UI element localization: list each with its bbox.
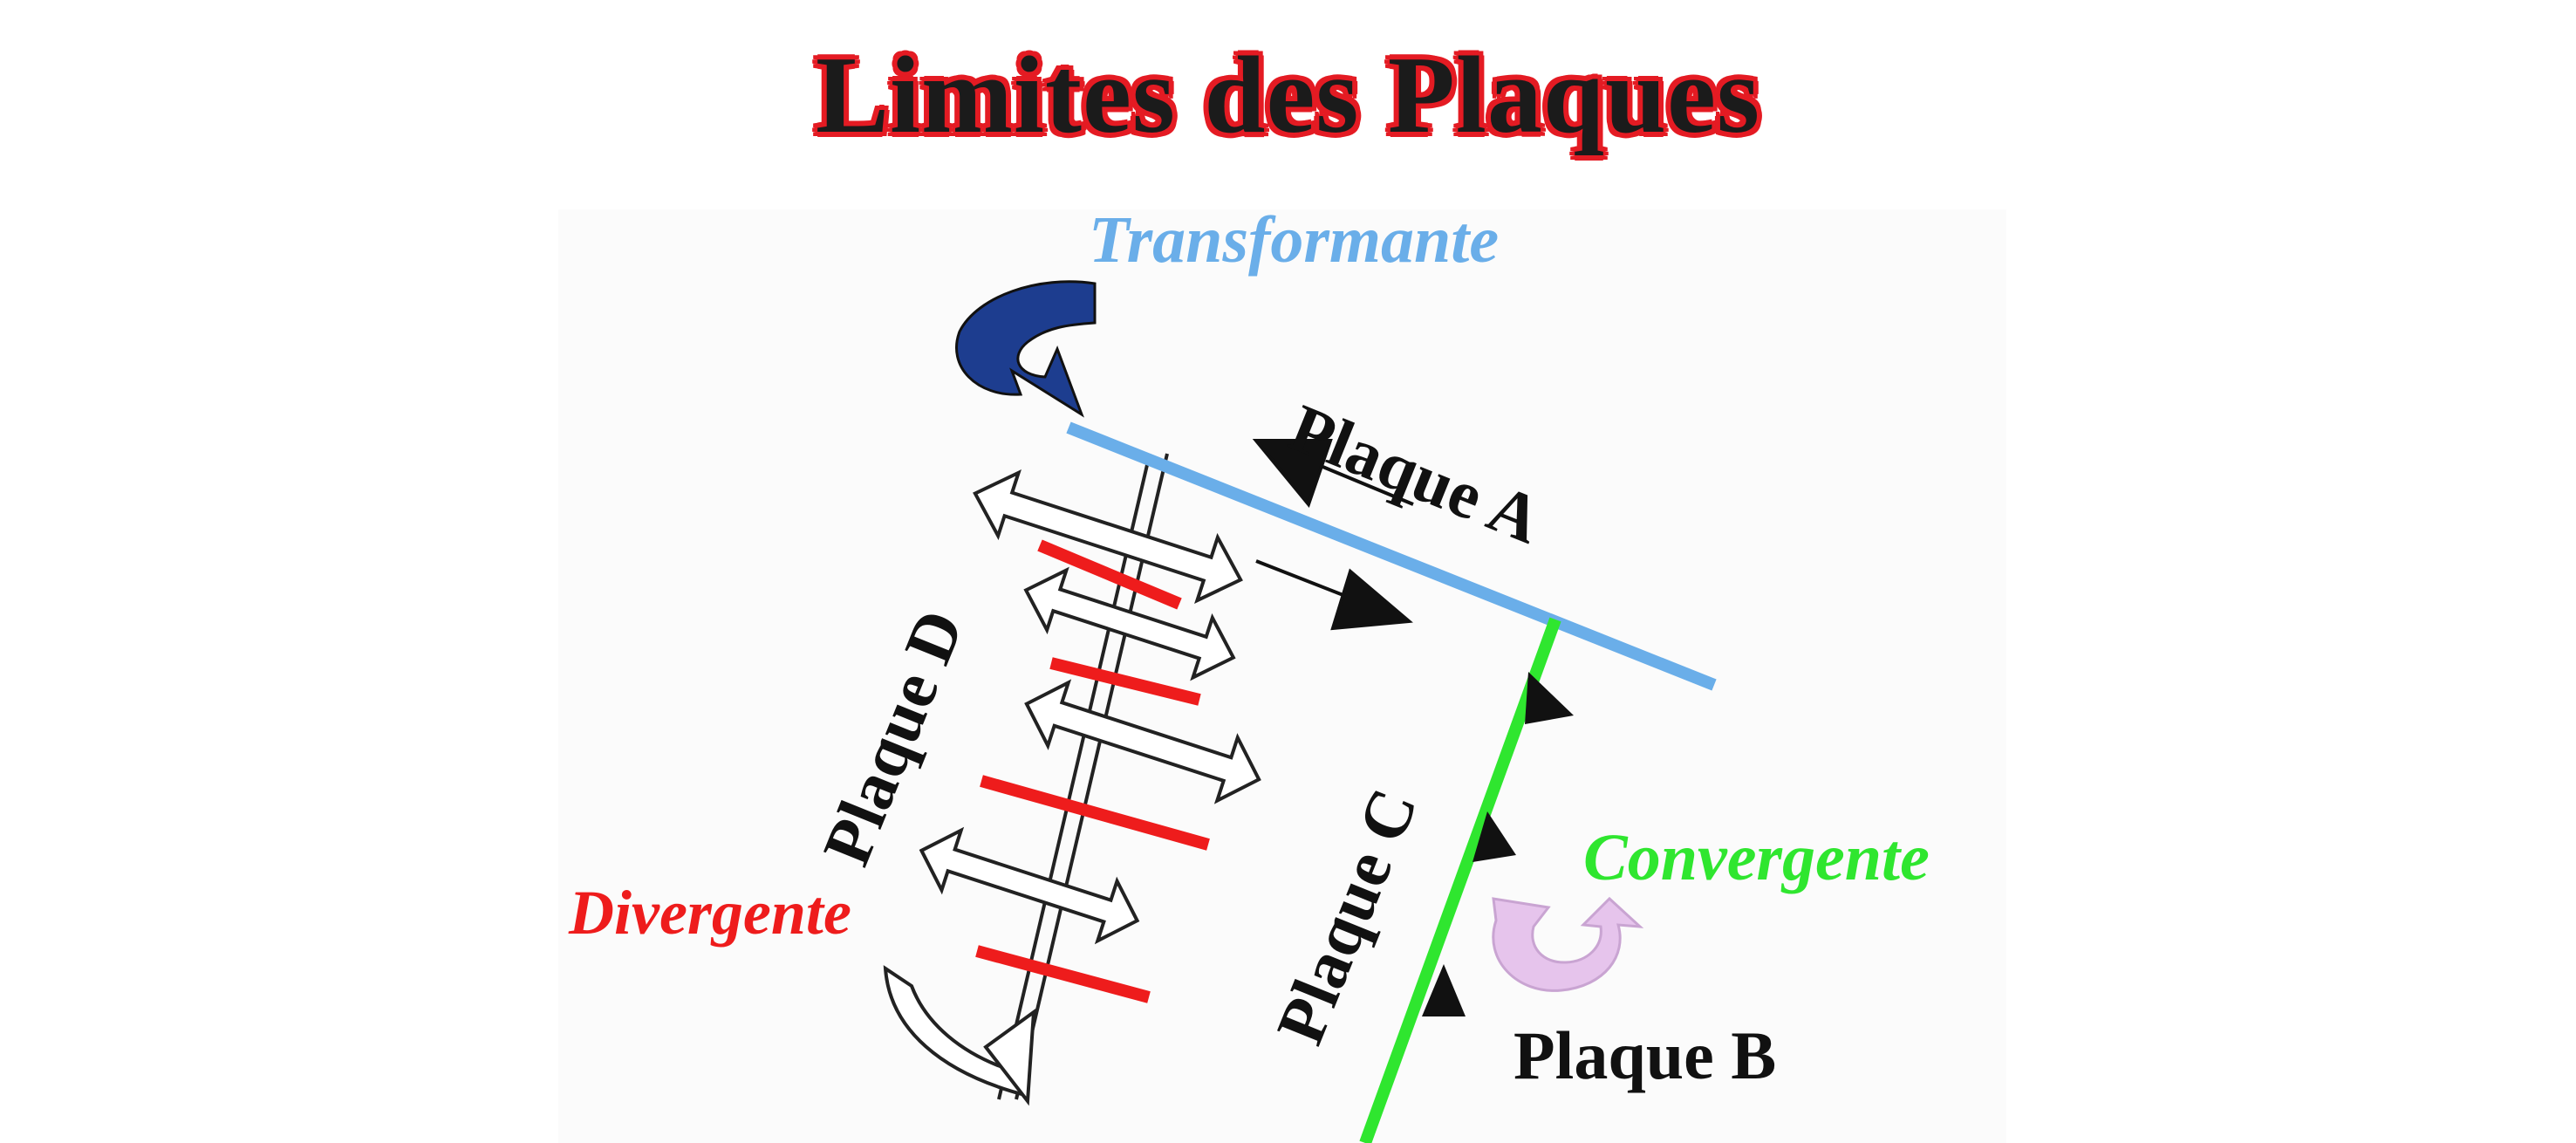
spreading-arrow-1 bbox=[973, 469, 1243, 605]
rotation-arrow-top bbox=[955, 280, 1097, 418]
divergent-segment-4 bbox=[975, 945, 1151, 1003]
subduction-tooth-2 bbox=[1472, 811, 1516, 862]
transform-boundary bbox=[1066, 421, 1717, 691]
convergente-label: Convergente bbox=[1583, 821, 1930, 894]
divergent-segment-1 bbox=[1037, 539, 1182, 610]
plaque-b-label: Plaque B bbox=[1513, 1017, 1777, 1093]
divergente-label: Divergente bbox=[569, 878, 851, 948]
transform-motion-arrows bbox=[1252, 439, 1414, 631]
convergent-boundary bbox=[1359, 617, 1561, 1143]
subduction-tooth-1 bbox=[1525, 672, 1574, 724]
spreading-arrow-2 bbox=[1023, 566, 1236, 681]
diagram-background bbox=[558, 209, 2006, 1143]
divergent-segment-2 bbox=[1049, 657, 1201, 706]
motion-head-a bbox=[1252, 439, 1333, 509]
motion-head-b bbox=[1330, 568, 1413, 631]
diagram-title: Limites des Plaques bbox=[815, 35, 1761, 156]
divergent-segment-3 bbox=[980, 775, 1210, 851]
motion-line-b bbox=[1255, 559, 1357, 602]
divergent-segments bbox=[975, 539, 1210, 1003]
transformante-label: Transformante bbox=[1089, 203, 1500, 277]
subduction-teeth bbox=[1422, 672, 1574, 1016]
spreading-arrow-3 bbox=[1024, 679, 1261, 804]
subduction-tooth-3 bbox=[1422, 964, 1466, 1016]
spreading-arrows bbox=[919, 469, 1261, 945]
rotation-arrow-bottom bbox=[1492, 896, 1644, 992]
rotation-arrow-bottom-left bbox=[883, 965, 1036, 1106]
spreading-arrow-4 bbox=[919, 826, 1140, 945]
